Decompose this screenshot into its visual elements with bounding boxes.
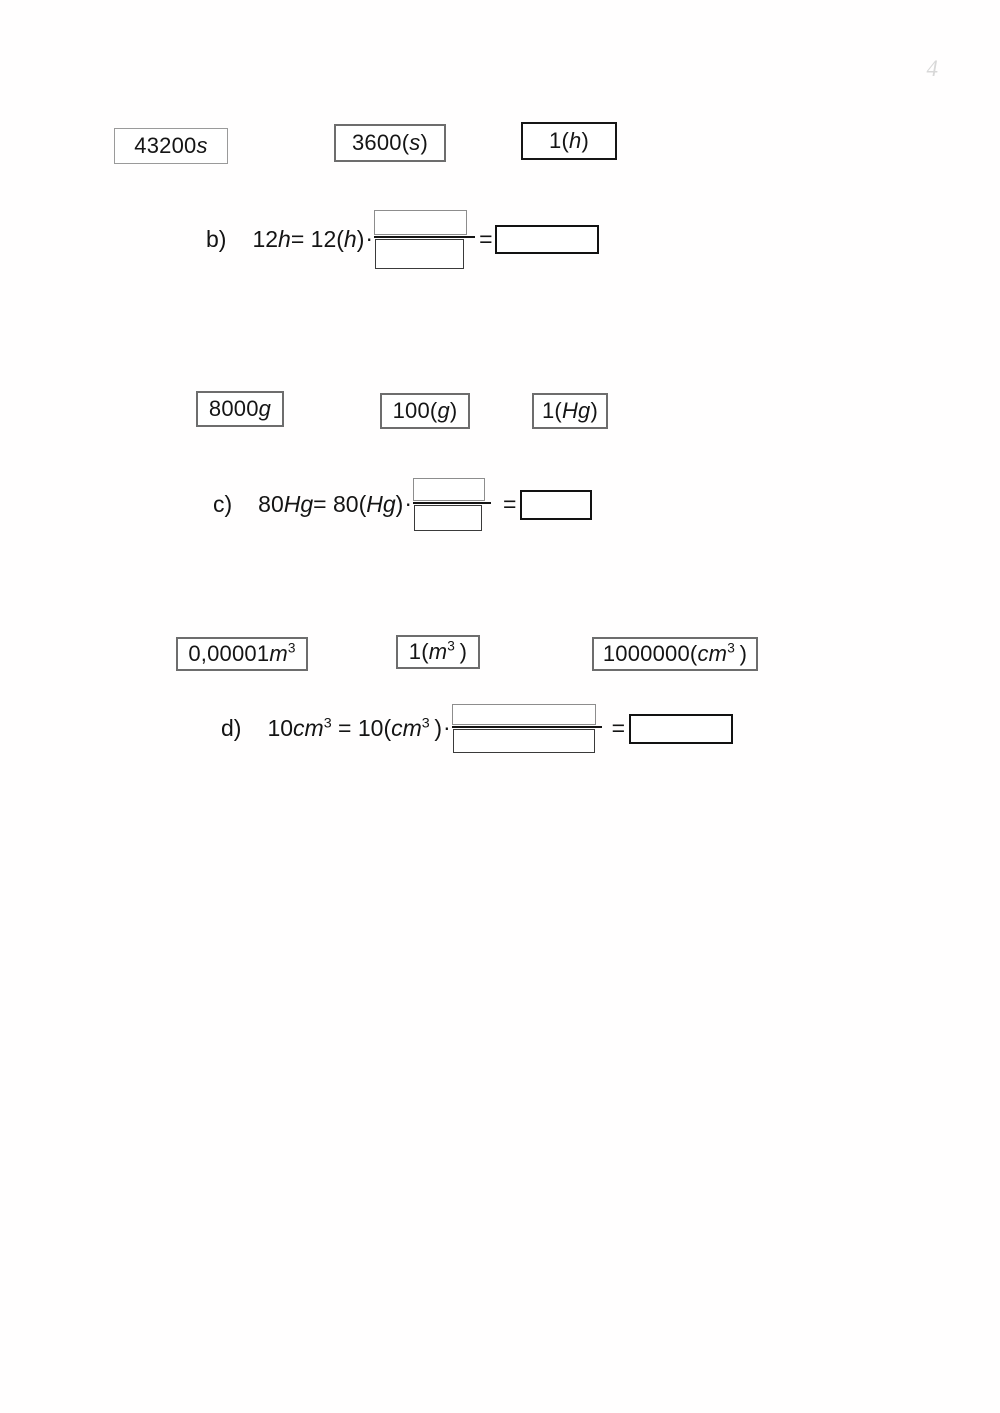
- equals-sign-d: =: [611, 715, 626, 741]
- result-input-b[interactable]: [494, 225, 599, 254]
- ref-box-1m3-text: 1(m3 ): [408, 638, 468, 664]
- ref-box-100g-text: 100(g): [392, 398, 458, 423]
- ref-box-1h-text: 1(h): [549, 128, 589, 153]
- equation-expression-c: 80Hg= 80(Hg)·: [258, 490, 412, 517]
- fraction-bar-d: [451, 726, 602, 728]
- numerator-input-b[interactable]: [374, 210, 468, 235]
- equals-sign-c: =: [503, 491, 517, 517]
- ref-box-1hg-text: 1(Hg): [541, 398, 599, 423]
- result-input-c[interactable]: [520, 489, 593, 520]
- equation-expression-d: 10cm3 = 10(cm3 )·: [267, 714, 451, 741]
- ref-box-000001m3-text: 0,00001m3: [188, 640, 296, 666]
- ref-box-43200s-text: 43200s: [134, 133, 208, 158]
- result-input-d[interactable]: [629, 713, 734, 744]
- equation-label-b: b): [206, 226, 227, 252]
- equation-expression-b: 12h= 12(h)·: [252, 225, 374, 252]
- ref-box-1000000cm3-text: 1000000(cm3 ): [602, 640, 748, 666]
- fraction-bar-c: [413, 502, 491, 504]
- ref-box-8000g: 8000g: [196, 391, 284, 427]
- numerator-input-d[interactable]: [451, 704, 596, 725]
- equals-sign-b: =: [479, 226, 493, 252]
- denominator-input-b[interactable]: [375, 239, 465, 269]
- equation-row-d: d) 10cm3 = 10(cm3 )· =: [221, 704, 734, 753]
- fraction-c: [413, 478, 491, 531]
- ref-box-8000g-text: 8000g: [208, 396, 272, 421]
- ref-box-3600s: 3600(s): [334, 124, 446, 162]
- fraction-d: [451, 704, 602, 753]
- denominator-input-d[interactable]: [452, 729, 595, 753]
- ref-box-000001m3: 0,00001m3: [176, 637, 308, 671]
- equation-row-b: b) 12h= 12(h)· =: [206, 210, 599, 269]
- ref-box-1000000cm3: 1000000(cm3 ): [592, 637, 758, 671]
- equation-label-c: c): [213, 491, 233, 517]
- ref-box-100g: 100(g): [380, 393, 470, 429]
- ref-box-1hg: 1(Hg): [532, 393, 608, 429]
- ref-box-43200s: 43200s: [114, 128, 228, 164]
- fraction-bar-b: [374, 236, 476, 238]
- equation-label-d: d): [221, 715, 242, 741]
- numerator-input-c[interactable]: [413, 478, 485, 501]
- page-number: 4: [926, 56, 939, 81]
- equation-row-c: c) 80Hg= 80(Hg)· =: [213, 478, 593, 531]
- ref-box-3600s-text: 3600(s): [351, 130, 428, 155]
- ref-box-1m3: 1(m3 ): [396, 635, 480, 669]
- fraction-b: [374, 210, 476, 269]
- ref-box-1h: 1(h): [521, 122, 617, 160]
- denominator-input-c[interactable]: [414, 505, 482, 531]
